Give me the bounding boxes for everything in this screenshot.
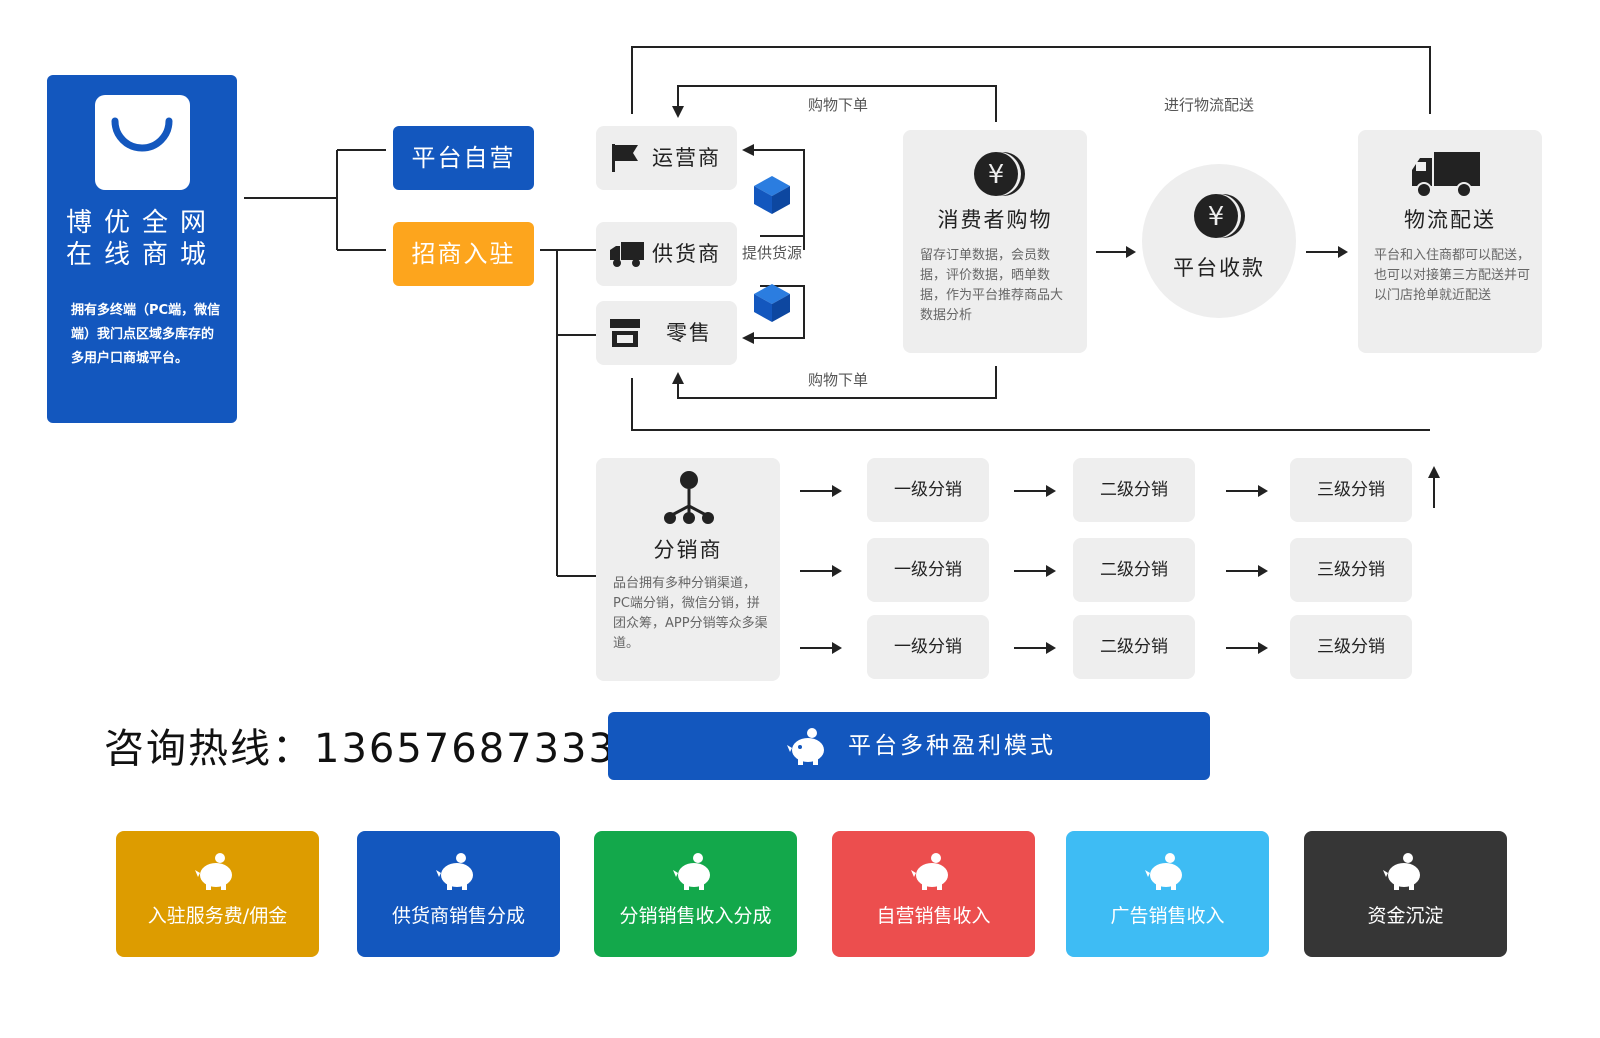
caption-shopping-order-bottom: 购物下单: [808, 371, 869, 389]
piggy-bank-icon: [436, 853, 473, 890]
profit-card-self-operated-sales: 自营销售收入: [832, 831, 1035, 957]
network-tree-icon: [664, 471, 714, 524]
brand-panel: 博优全网 在线商城 拥有多终端（PC端，微信端）我门点区域多库存的多用户口商城平…: [47, 75, 237, 423]
consult-hotline: 咨询热线：13657687333: [104, 716, 616, 774]
piggy-bank-icon: [195, 853, 232, 890]
profit-card-label: 自营销售收入: [876, 905, 991, 927]
delivery-truck-icon: [1412, 152, 1480, 198]
merchants-badge: 招商入驻: [393, 222, 534, 286]
level2-distribution: 二级分销: [1073, 615, 1195, 679]
shopping-bag-icon: [95, 95, 190, 190]
profit-card-label: 分销销售收入分成: [619, 905, 772, 927]
profit-card-label: 入驻服务费/佣金: [147, 905, 288, 927]
caption-shopping-order-top: 购物下单: [808, 96, 869, 114]
self-operated-badge: 平台自营: [393, 126, 534, 190]
hotline-number: 13657687333: [314, 726, 616, 772]
profit-card-distribution-share: 分销销售收入分成: [594, 831, 797, 957]
caption-provide-supply: 提供货源: [742, 244, 803, 262]
profit-card-settlement-fee: 入驻服务费/佣金: [116, 831, 319, 957]
profit-card-label: 资金沉淀: [1367, 905, 1444, 927]
level3-distribution: 三级分销: [1290, 458, 1412, 522]
piggy-bank-icon: [673, 853, 710, 890]
piggy-bank-icon: [787, 728, 824, 765]
level3-distribution: 三级分销: [1290, 615, 1412, 679]
level2-distribution: 二级分销: [1073, 538, 1195, 602]
role-label: 供货商: [652, 242, 721, 266]
consumer-title: 消费者购物: [937, 208, 1053, 232]
level3-distribution: 三级分销: [1290, 538, 1412, 602]
brand-name: 博优全网 在线商城: [65, 208, 218, 270]
platform-payment-circle: ¥ 平台收款: [1142, 164, 1296, 318]
distributor-title: 分销商: [653, 538, 723, 562]
box-icon: [754, 176, 790, 214]
flag-icon: [612, 144, 638, 172]
piggy-bank-icon: [1383, 853, 1420, 890]
yen-coin-icon: ¥: [1194, 194, 1245, 238]
logistics-description: 平台和入住商都可以配送，也可以对接第三方配送并可以门店抢单就近配送: [1374, 248, 1531, 303]
role-label: 零售: [666, 321, 712, 345]
piggy-bank-icon: [1145, 853, 1182, 890]
storefront-icon: [610, 319, 640, 347]
yen-coin-icon: ¥: [974, 152, 1025, 196]
consumer-description: 留存订单数据，会员数据，评价数据，晒单数据，作为平台推荐商品大数据分析: [920, 248, 1064, 323]
level2-distribution: 二级分销: [1073, 458, 1195, 522]
truck-icon: [610, 242, 644, 267]
level1-distribution: 一级分销: [867, 538, 989, 602]
hotline-label: 咨询热线：: [104, 726, 314, 772]
brand-description: 拥有多终端（PC端，微信端）我门点区域多库存的多用户口商城平台。: [71, 303, 221, 366]
consumer-shopping-card: ¥ 消费者购物 留存订单数据，会员数据，评价数据，晒单数据，作为平台推荐商品大数…: [903, 130, 1087, 353]
role-retail: 零售: [596, 301, 737, 365]
caption-logistics-delivery: 进行物流配送: [1164, 96, 1255, 114]
role-label: 运营商: [652, 146, 721, 170]
distributor-description: 品台拥有多种分销渠道，PC端分销，微信分销，拼团众筹，APP分销等众多渠道。: [613, 576, 768, 651]
profit-card-fund-deposit: 资金沉淀: [1304, 831, 1507, 957]
svg-text:¥: ¥: [988, 160, 1005, 190]
distributor-card: 分销商 品台拥有多种分销渠道，PC端分销，微信分销，拼团众筹，APP分销等众多渠…: [596, 458, 780, 681]
profit-card-advertising: 广告销售收入: [1066, 831, 1269, 957]
role-supplier: 供货商: [596, 222, 737, 286]
logistics-card: 物流配送 平台和入住商都可以配送，也可以对接第三方配送并可以门店抢单就近配送: [1358, 130, 1542, 353]
profit-card-label: 广告销售收入: [1110, 905, 1225, 927]
profit-modes-banner: 平台多种盈利模式: [608, 712, 1210, 780]
profit-card-label: 供货商销售分成: [391, 905, 525, 927]
box-icon: [754, 284, 790, 322]
svg-text:¥: ¥: [1208, 202, 1225, 232]
piggy-bank-icon: [911, 853, 948, 890]
logistics-title: 物流配送: [1404, 208, 1496, 232]
profit-card-supplier-share: 供货商销售分成: [357, 831, 560, 957]
profit-banner-title: 平台多种盈利模式: [848, 733, 1056, 759]
level1-distribution: 一级分销: [867, 458, 989, 522]
level1-distribution: 一级分销: [867, 615, 989, 679]
payment-title: 平台收款: [1173, 256, 1265, 280]
role-operator: 运营商: [596, 126, 737, 190]
